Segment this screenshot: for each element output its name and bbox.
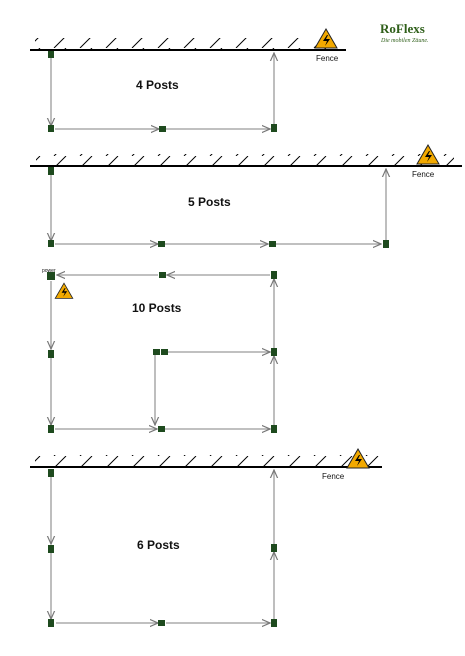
post-marker <box>161 349 168 355</box>
post-marker <box>271 425 277 433</box>
post-marker <box>269 241 276 247</box>
diagram-title: 5 Posts <box>188 195 231 209</box>
post-marker <box>48 51 54 58</box>
diagram-title: 4 Posts <box>136 78 179 92</box>
post-marker <box>48 545 54 553</box>
diagram-10-posts: power 10 Posts <box>42 268 277 433</box>
post-marker <box>271 544 277 552</box>
fence-label: Fence <box>412 170 435 179</box>
post-marker <box>271 619 277 627</box>
fence-label: Fence <box>322 472 345 481</box>
post-marker <box>159 272 166 278</box>
post-marker <box>271 348 277 356</box>
post-marker <box>271 271 277 279</box>
post-marker <box>158 620 165 626</box>
logo-brand: RoFlexs <box>380 21 425 36</box>
post-marker <box>47 272 55 280</box>
post-marker <box>48 125 54 132</box>
post-marker <box>48 619 54 627</box>
diagram-5-posts: Fence 5 Posts <box>30 144 462 248</box>
diagram-title: 6 Posts <box>137 538 180 552</box>
post-marker <box>48 350 54 358</box>
post-marker <box>48 469 54 477</box>
fence-label: Fence <box>316 54 339 63</box>
post-marker <box>48 167 54 175</box>
ground-hatch <box>35 38 333 49</box>
diagram-4-posts: Fence 4 Posts <box>30 28 346 132</box>
ground-hatch <box>35 455 382 466</box>
roflexs-logo: RoFlexs Die mobilen Zäune. <box>380 21 429 44</box>
post-marker <box>158 241 165 247</box>
ground-hatch <box>36 154 454 165</box>
power-label: power <box>42 268 56 274</box>
post-marker <box>383 240 389 248</box>
post-marker <box>158 426 165 432</box>
diagram-title: 10 Posts <box>132 301 182 315</box>
diagram-6-posts: Fence 6 Posts <box>30 448 382 627</box>
logo-tagline: Die mobilen Zäune. <box>380 38 429 44</box>
post-marker <box>153 349 160 355</box>
post-marker <box>271 124 277 132</box>
post-marker <box>159 126 166 132</box>
warning-high-voltage-icon <box>54 282 74 299</box>
post-marker <box>48 240 54 247</box>
post-marker <box>48 425 54 433</box>
